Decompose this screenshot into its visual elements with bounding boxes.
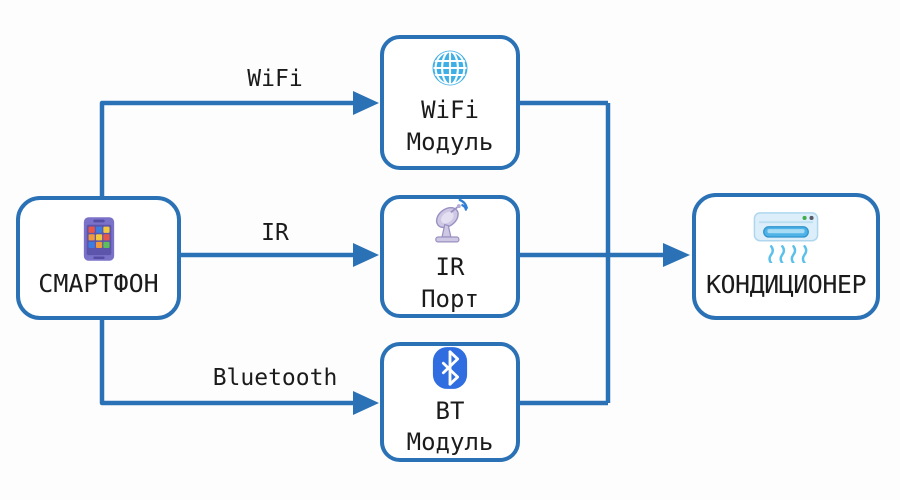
edge-label-bluetooth: Bluetooth (212, 365, 338, 391)
edge-smartphone-to-bt (99, 318, 354, 406)
node-label-bt-line1: BT (435, 396, 465, 425)
satellite-dish-icon (427, 198, 473, 246)
node-label-wifi-line1: WiFi (421, 96, 479, 125)
node-label-air-conditioner: КОНДИЦИОНЕР (705, 270, 867, 300)
arrowhead-ac (663, 243, 690, 267)
node-label-ir-line2: Порт (421, 284, 479, 313)
node-bt-module: BT Модуль (380, 342, 520, 462)
node-label-ir-port: IR Порт (421, 252, 479, 314)
node-label-wifi-module: WiFi Модуль (407, 95, 494, 157)
air-conditioner-icon (748, 211, 824, 265)
node-label-bt-module: BT Модуль (407, 396, 494, 458)
arrowhead-ir (353, 243, 379, 267)
node-label-bt-line2: Модуль (406, 428, 494, 456)
edge-label-ir: IR (261, 220, 289, 246)
node-air-conditioner: КОНДИЦИОНЕР (692, 193, 880, 320)
node-label-wifi-line2: Модуль (406, 127, 494, 156)
edge-label-wifi: WiFi (247, 66, 303, 92)
bluetooth-icon (431, 346, 469, 390)
node-label-ir-line1: IR (435, 253, 465, 282)
edge-smartphone-to-wifi (99, 100, 354, 198)
node-ir-port: IR Порт (380, 195, 520, 318)
arrowhead-bt (353, 391, 379, 415)
node-wifi-module: WiFi Модуль (380, 35, 520, 170)
arrowhead-wifi (353, 91, 379, 115)
globe-icon (429, 47, 471, 89)
node-label-smartphone: СМАРТФОН (38, 268, 159, 298)
node-smartphone: СМАРТФОН (16, 196, 181, 320)
smartphone-icon (81, 216, 117, 262)
